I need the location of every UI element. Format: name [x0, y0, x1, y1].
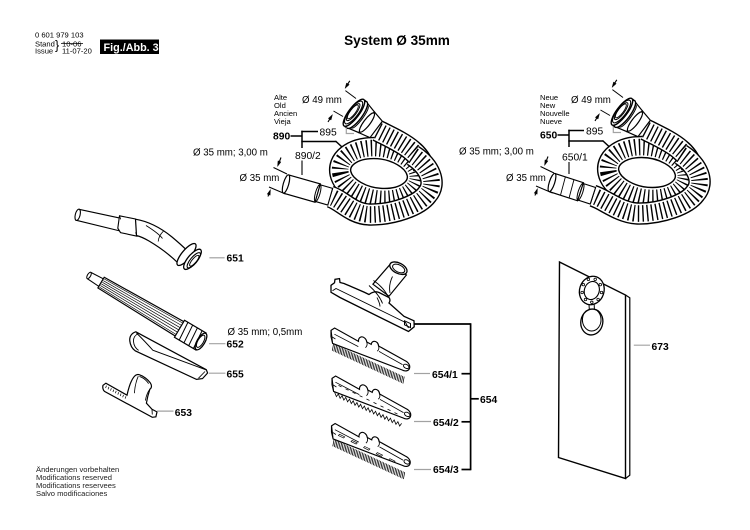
svg-text:Ø 35 mm; 3,00 m: Ø 35 mm; 3,00 m — [193, 148, 268, 159]
svg-text:Ø 49 mm: Ø 49 mm — [302, 95, 342, 106]
svg-text:Ø 35 mm; 0,5mm: Ø 35 mm; 0,5mm — [228, 327, 303, 338]
svg-text:Old: Old — [274, 101, 286, 110]
svg-text:Fig./Abb. 3: Fig./Abb. 3 — [104, 42, 159, 54]
svg-text:New: New — [540, 101, 556, 110]
svg-text:650/1: 650/1 — [562, 153, 588, 164]
svg-text:895: 895 — [586, 127, 603, 138]
svg-text:Änderungen vorbehalten: Änderungen vorbehalten — [36, 465, 119, 474]
svg-text:654: 654 — [480, 395, 497, 406]
svg-text:0 601 979 103: 0 601 979 103 — [35, 31, 84, 40]
svg-text:654/1: 654/1 — [432, 370, 458, 381]
svg-text:Salvo modificaciones: Salvo modificaciones — [36, 489, 108, 498]
svg-text:654/2: 654/2 — [433, 418, 459, 429]
svg-text:Ø 35 mm; 3,00 m: Ø 35 mm; 3,00 m — [459, 147, 534, 158]
svg-text:654/3: 654/3 — [433, 465, 459, 476]
svg-text:Nueve: Nueve — [540, 117, 562, 126]
svg-text:10-06: 10-06 — [62, 40, 81, 49]
svg-text:652: 652 — [227, 340, 244, 351]
svg-text:650: 650 — [540, 131, 557, 142]
svg-text:Ø 49 mm: Ø 49 mm — [571, 95, 611, 106]
svg-text:Neue: Neue — [540, 93, 558, 102]
svg-text:}: } — [55, 39, 59, 53]
svg-text:Modifications reservees: Modifications reservees — [36, 481, 116, 490]
svg-text:895: 895 — [320, 128, 337, 139]
svg-text:673: 673 — [652, 342, 669, 353]
svg-text:System Ø 35mm: System Ø 35mm — [344, 33, 450, 48]
svg-text:Alte: Alte — [274, 93, 287, 102]
svg-text:Vieja: Vieja — [274, 117, 292, 126]
svg-text:651: 651 — [227, 254, 244, 265]
svg-text:Ø 35 mm: Ø 35 mm — [240, 173, 280, 184]
svg-text:890/2: 890/2 — [295, 151, 321, 162]
svg-text:Modifications reserved: Modifications reserved — [36, 473, 112, 482]
svg-text:11-07-20: 11-07-20 — [62, 47, 92, 56]
svg-text:Nouvelle: Nouvelle — [540, 109, 570, 118]
svg-text:Stand: Stand — [35, 40, 55, 49]
svg-text:653: 653 — [175, 408, 192, 419]
svg-text:890: 890 — [273, 132, 290, 143]
svg-text:Ø 35 mm: Ø 35 mm — [506, 173, 546, 184]
svg-text:655: 655 — [227, 370, 244, 381]
svg-text:Ancien: Ancien — [274, 109, 297, 118]
svg-text:Issue: Issue — [35, 47, 53, 56]
